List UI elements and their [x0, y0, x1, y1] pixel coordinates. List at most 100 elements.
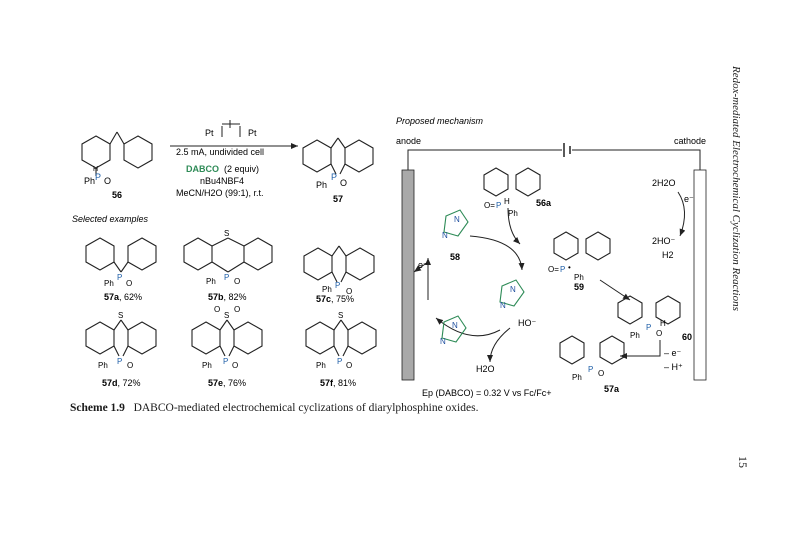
svg-text:57f, 81%: 57f, 81% — [320, 378, 356, 388]
cycle-arrow — [435, 317, 501, 337]
example-id: 57d — [102, 378, 118, 388]
electron-loss: – e⁻ — [664, 348, 682, 358]
circuit-wire-left — [407, 149, 562, 170]
electrode-left: Pt — [205, 128, 214, 138]
mediator: DABCO — [186, 164, 219, 174]
svg-text:O=: O= — [548, 265, 559, 274]
svg-text:N: N — [500, 301, 506, 310]
electron-transfer-arrow — [413, 261, 429, 273]
cathode-electron: e⁻ — [684, 194, 694, 204]
circuit-wire-right — [572, 149, 701, 170]
svg-text:P: P — [337, 357, 342, 366]
svg-text:N: N — [440, 337, 446, 346]
svg-text:O: O — [214, 305, 220, 314]
conditions-current: 2.5 mA, undivided cell — [176, 147, 264, 157]
cathode-label: cathode — [674, 136, 706, 146]
svg-text:P: P — [223, 357, 228, 366]
svg-text:H: H — [504, 197, 510, 206]
example-captions: 57a, 62% 57b, 82% 57c, 75% 57d, 72% 57e,… — [102, 292, 356, 388]
svg-text:P: P — [224, 273, 229, 282]
svg-text:57d, 72%: 57d, 72% — [102, 378, 141, 388]
svg-text:S: S — [224, 311, 229, 320]
svg-text:O: O — [346, 361, 352, 370]
redox-potential: Ep (DABCO) = 0.32 V vs Fc/Fc+ — [422, 388, 552, 398]
svg-text:S: S — [338, 311, 343, 320]
example-yield: 81% — [338, 378, 356, 388]
anode-electrode — [401, 169, 415, 381]
biaryl-structures — [483, 167, 681, 365]
svg-text:O: O — [126, 279, 132, 288]
compound-id: 56 — [112, 190, 122, 200]
cathode-hydroxide: 2HO⁻ — [652, 236, 676, 246]
ph-label: Ph — [84, 176, 95, 186]
deprotonation-arrow — [487, 327, 511, 363]
example-yield: 75% — [336, 294, 354, 304]
intermediate-60: 60 — [682, 332, 692, 342]
dabco-n-labels: NN NN NN — [440, 215, 516, 346]
proton-loss: – H⁺ — [664, 362, 683, 372]
svg-text:Ph: Ph — [316, 180, 327, 190]
examples-heading: Selected examples — [72, 214, 149, 224]
svg-text:P: P — [335, 281, 340, 290]
compound-56 — [81, 131, 153, 176]
hydrogen-label: H2 — [662, 250, 674, 260]
example-structures — [85, 237, 377, 357]
anode-electron: e⁻ — [418, 260, 428, 270]
svg-text:P: P — [588, 365, 593, 374]
svg-text:O: O — [234, 277, 240, 286]
svg-text:57a, 62%: 57a, 62% — [104, 292, 142, 302]
example-yield: 72% — [123, 378, 141, 388]
caption-label: Scheme 1.9 — [70, 402, 125, 414]
svg-text:Ph: Ph — [322, 285, 332, 294]
svg-text:P: P — [331, 172, 337, 182]
product-57a: 57a — [604, 384, 620, 394]
electrolyte: nBu4NBF4 — [200, 176, 244, 186]
substrate-arrow — [507, 207, 521, 245]
mediator-amount: (2 equiv) — [224, 164, 259, 174]
svg-text:57c, 75%: 57c, 75% — [316, 294, 354, 304]
example-yield: 76% — [228, 378, 246, 388]
example-id: 57f — [320, 378, 334, 388]
compound-id: 57 — [333, 194, 343, 204]
caption-text: DABCO-mediated electrochemical cyclizati… — [133, 402, 479, 414]
svg-text:57b, 82%: 57b, 82% — [208, 292, 247, 302]
cycle-arrow — [469, 235, 525, 271]
cyclization-arrow — [599, 279, 631, 301]
dabco-structures — [441, 209, 525, 343]
svg-text:Ph: Ph — [98, 361, 108, 370]
svg-text:Ph: Ph — [316, 361, 326, 370]
svg-text:P: P — [117, 273, 122, 282]
example-yield: 62% — [124, 292, 142, 302]
example-yield: 82% — [229, 292, 247, 302]
svg-text:O: O — [234, 305, 240, 314]
svg-text:57e, 76%: 57e, 76% — [208, 378, 246, 388]
cathode-reduction-arrow — [677, 191, 686, 237]
svg-text:S: S — [118, 311, 123, 320]
cathode-water: 2H2O — [652, 178, 676, 188]
water-label: H2O — [476, 364, 495, 374]
phosphorus-label: P — [95, 172, 101, 182]
svg-text:O: O — [104, 176, 111, 186]
scheme-caption: Scheme 1.9 DABCO-mediated electrochemica… — [70, 402, 478, 414]
electrode-right: Pt — [248, 128, 257, 138]
svg-text:S: S — [224, 229, 229, 238]
svg-text:N: N — [442, 231, 448, 240]
svg-text:Ph: Ph — [572, 373, 582, 382]
svg-text:O: O — [598, 369, 604, 378]
svg-text:P: P — [646, 323, 651, 332]
svg-text:O: O — [656, 329, 662, 338]
svg-text:O: O — [127, 361, 133, 370]
solvent: MeCN/H2O (99:1), r.t. — [176, 188, 264, 198]
svg-text:N: N — [452, 321, 458, 330]
example-id: 57b — [208, 292, 224, 302]
example-id: 57a — [104, 292, 120, 302]
svg-text:O=: O= — [484, 201, 495, 210]
svg-text:N: N — [510, 285, 516, 294]
intermediate-58: 58 — [450, 252, 460, 262]
svg-text:P: P — [560, 265, 565, 274]
svg-text:Ph: Ph — [202, 361, 212, 370]
svg-text:Ph: Ph — [508, 209, 518, 218]
hydroxide-label: HO⁻ — [518, 318, 537, 328]
